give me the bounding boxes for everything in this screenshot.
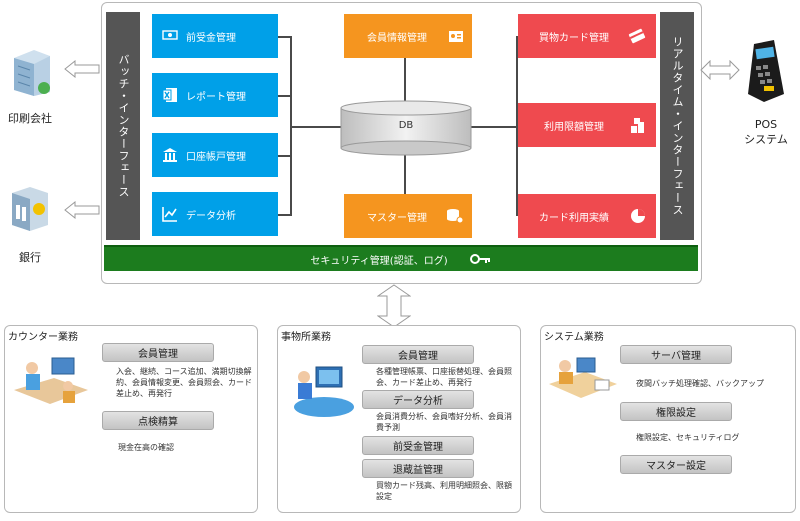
connector-left-h2 (278, 95, 292, 97)
print-company-label: 印刷会社 (8, 112, 52, 125)
box-shopping-card-label: 買物カード管理 (539, 32, 609, 44)
office-member-mgmt-label: 会員管理 (398, 351, 438, 362)
db-cylinder (340, 100, 472, 156)
bank-label: 銀行 (19, 251, 41, 264)
credit-card-icon (628, 28, 646, 44)
box-advance-payment-label: 前受金管理 (186, 32, 236, 44)
security-label: セキュリティ管理(認証、ログ) (310, 255, 448, 267)
system-server-mgmt: サーバ管理 (620, 345, 732, 364)
box-master-label: マスター管理 (367, 212, 427, 224)
counter-member-mgmt-desc: 入会、継続、コース追加、満期切換解約、会員情報変更、会員照会、カード差止め、再発… (116, 367, 252, 398)
arrow-bidirectional-vertical (377, 284, 411, 328)
pos-terminal-icon (748, 40, 784, 102)
office-advance-payment-label: 前受金管理 (393, 442, 443, 453)
system-server-mgmt-label: サーバ管理 (651, 351, 701, 362)
office-retained-profit: 退蔵益管理 (362, 459, 474, 478)
connector-left-h1 (278, 36, 292, 38)
connector-left-h4 (278, 214, 292, 216)
office-staff-illustration (294, 366, 354, 417)
excel-icon (162, 88, 177, 102)
id-card-icon (449, 31, 463, 42)
pie-chart-icon (631, 209, 645, 223)
panel-counter-title: カウンター業務 (8, 332, 78, 343)
office-data-analysis-desc: 会員消費分析、会員嗜好分析、会員消費予測 (376, 412, 512, 432)
system-permission-label: 権限設定 (656, 408, 696, 419)
realtime-interface-label: リアルタイム・インターフェース (671, 36, 684, 216)
counter-cash-check-desc: 現金在高の確認 (118, 443, 174, 452)
connector-left-db (290, 126, 342, 128)
database-gear-icon (447, 209, 464, 224)
box-report: レポート管理 (152, 73, 278, 117)
box-data-analysis-label: データ分析 (186, 210, 236, 222)
counter-cash-check-label: 点検精算 (138, 417, 178, 428)
box-master: マスター管理 (344, 194, 472, 238)
office-member-mgmt: 会員管理 (362, 345, 474, 364)
box-member-info-label: 会員情報管理 (367, 32, 427, 44)
arrow-pos-bidirectional (700, 60, 740, 80)
arrow-to-bank (64, 201, 100, 219)
box-shopping-card: 買物カード管理 (518, 14, 656, 58)
office-data-analysis-label: データ分析 (393, 396, 443, 407)
system-staff-illustration (549, 357, 617, 398)
coins-icon (631, 118, 644, 133)
box-advance-payment: 前受金管理 (152, 14, 278, 58)
security-bar: セキュリティ管理(認証、ログ) (104, 245, 698, 271)
batch-interface-label: バッチ・インターフェース (117, 54, 130, 198)
bank-icon (163, 148, 177, 162)
key-icon (469, 254, 490, 264)
counter-staff-illustration (14, 357, 88, 404)
box-usage-limit: 利用限額管理 (518, 103, 656, 147)
office-retained-profit-label: 退蔵益管理 (393, 465, 443, 476)
building-icon (14, 50, 50, 96)
connector-left-h3 (278, 155, 292, 157)
box-usage-limit-label: 利用限額管理 (544, 121, 604, 133)
money-icon (162, 30, 178, 40)
panel-system-title: システム業務 (544, 332, 604, 343)
system-master-setting: マスター設定 (620, 455, 732, 474)
office-advance-payment: 前受金管理 (362, 436, 474, 455)
line-chart-icon (162, 207, 177, 222)
box-account: 口座帳戸管理 (152, 133, 278, 177)
box-member-info: 会員情報管理 (344, 14, 472, 58)
system-master-setting-label: マスター設定 (646, 461, 706, 472)
office-member-mgmt-desc: 各種管理帳票、口座振替処理、会員照会、カード差止め、再発行 (376, 367, 512, 387)
connector-right-db (470, 126, 518, 128)
box-data-analysis: データ分析 (152, 192, 278, 236)
system-server-mgmt-desc: 夜間バッチ処理確認、バックアップ (636, 379, 764, 388)
connector-center-bottom (404, 150, 406, 194)
db-label: DB (398, 120, 414, 131)
batch-interface-bar: バッチ・インターフェース (106, 12, 140, 240)
box-account-label: 口座帳戸管理 (186, 151, 246, 163)
box-card-usage-label: カード利用実績 (539, 212, 609, 224)
realtime-interface-bar: リアルタイム・インターフェース (660, 12, 694, 240)
counter-member-mgmt-label: 会員管理 (138, 349, 178, 360)
bank-building-icon (12, 187, 48, 231)
counter-member-mgmt: 会員管理 (102, 343, 214, 362)
system-permission-desc: 権限設定、セキュリティログ (636, 433, 740, 442)
arrow-to-print-company (64, 60, 100, 78)
office-data-analysis: データ分析 (362, 390, 474, 409)
connector-center-top (404, 58, 406, 104)
pos-label-line1: POS (754, 118, 778, 131)
system-permission: 権限設定 (620, 402, 732, 421)
box-report-label: レポート管理 (186, 91, 246, 103)
pos-label-line2: システム (744, 133, 788, 146)
box-card-usage: カード利用実績 (518, 194, 656, 238)
office-retained-profit-desc: 買物カード残高、利用明細照会、限額設定 (376, 481, 512, 501)
panel-office-title: 事物所業務 (281, 332, 331, 343)
counter-cash-check: 点検精算 (102, 411, 214, 430)
